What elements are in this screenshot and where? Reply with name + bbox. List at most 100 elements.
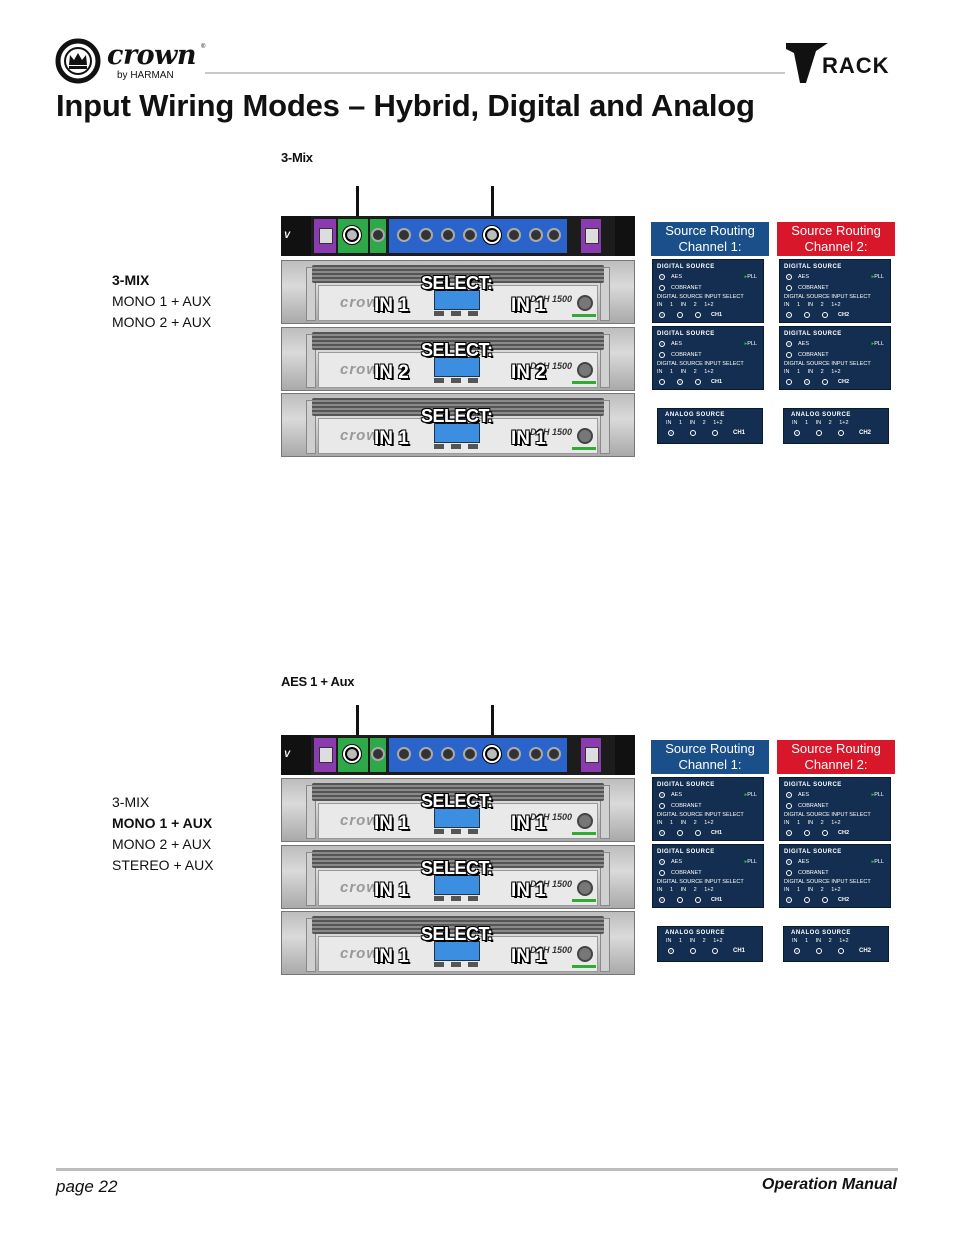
mode-item: 3-MIX [112, 794, 150, 810]
amp-display [434, 875, 480, 895]
input-options-label: IN 1 IN 2 1+2 [657, 302, 714, 308]
cobranet-label: COBRANET [798, 870, 829, 876]
harman-byline: by HARMAN [117, 70, 174, 81]
mode-item: MONO 2 + AUX [112, 314, 212, 330]
input-options-label: IN 1 IN 2 1+2 [792, 938, 849, 944]
input-radio [786, 897, 792, 903]
input-label-right: IN 1 [511, 880, 546, 901]
input-radio [786, 312, 792, 318]
channel-label: CH1 [733, 430, 746, 436]
input-radio [712, 948, 718, 954]
channel-label: CH2 [838, 379, 850, 385]
input-radio [816, 430, 822, 436]
channel-label: CH1 [711, 897, 723, 903]
aes-label: AES [671, 274, 683, 280]
amp-display [434, 941, 480, 961]
input-options-label: IN 1 IN 2 1+2 [784, 820, 841, 826]
mode-item: MONO 1 + AUX [112, 815, 213, 831]
aes-label: AES [671, 859, 683, 865]
cobranet-label: COBRANET [798, 803, 829, 809]
input-radio [822, 312, 828, 318]
section-label-3mix: 3-Mix [281, 150, 313, 165]
arrow-marker [486, 186, 498, 228]
channel-label: CH1 [711, 379, 723, 385]
amplifier: crown DCH 1500 SELECT: IN 1 IN 1 [281, 778, 635, 842]
mode-item: STEREO + AUX [112, 857, 214, 873]
v-mark-icon [786, 43, 828, 83]
rack-ear: V [281, 735, 311, 775]
select-label: SELECT: [421, 924, 493, 944]
channel-label: CH2 [838, 830, 850, 836]
io-card-blue [389, 219, 567, 253]
aes-radio [659, 274, 665, 280]
input-options-label: IN 1 IN 2 1+2 [792, 420, 849, 426]
aes-radio [659, 792, 665, 798]
digital-source-panel: DIGITAL SOURCEAESCOBRANETPLLDIGITAL SOUR… [779, 259, 891, 323]
vrack-chassis: V [281, 216, 635, 256]
input-options-label: IN 1 IN 2 1+2 [657, 820, 714, 826]
io-card-purple [314, 219, 336, 253]
input-radio [695, 830, 701, 836]
input-radio [822, 897, 828, 903]
aes-label: AES [671, 792, 683, 798]
channel-label: CH2 [838, 312, 850, 318]
header-rule [205, 72, 785, 74]
cobranet-label: COBRANET [798, 285, 829, 291]
io-card-green [370, 738, 386, 772]
aes-label: AES [798, 341, 810, 347]
io-card-blue [389, 738, 567, 772]
pll-indicator: PLL [871, 274, 884, 280]
input-radio [659, 312, 665, 318]
io-card-green [338, 219, 368, 253]
mode-item: MONO 1 + AUX [112, 293, 212, 309]
amp-display [434, 423, 480, 443]
digital-source-panel: DIGITAL SOURCEAESCOBRANETPLLDIGITAL SOUR… [652, 259, 764, 323]
pll-indicator: PLL [871, 792, 884, 798]
input-radio [712, 430, 718, 436]
crown-logo: crown ® by HARMAN [55, 38, 205, 84]
page-title: Input Wiring Modes – Hybrid, Digital and… [56, 88, 755, 123]
input-radio [786, 830, 792, 836]
select-label: SELECT: [421, 406, 493, 426]
channel-label: CH2 [859, 948, 872, 954]
aes-label: AES [798, 792, 810, 798]
pll-indicator: PLL [744, 792, 757, 798]
input-radio [838, 948, 844, 954]
input-radio [677, 830, 683, 836]
panel-title: DIGITAL SOURCE [784, 849, 842, 855]
input-radio [822, 379, 828, 385]
select-label: SELECT: [421, 273, 493, 293]
mode-item: 3-MIX [112, 272, 150, 288]
registered-mark: ® [201, 44, 206, 50]
input-radio [668, 948, 674, 954]
input-radio [659, 830, 665, 836]
input-label-right: IN 1 [511, 428, 546, 449]
cobranet-label: COBRANET [671, 870, 702, 876]
amplifier: crown DCH 1500 SELECT: IN 2 IN 2 [281, 327, 635, 391]
aes-radio [786, 859, 792, 865]
input-radio [695, 897, 701, 903]
amp-display [434, 290, 480, 310]
cobranet-radio [786, 870, 792, 876]
input-radio [786, 379, 792, 385]
input-options-label: IN 1 IN 2 1+2 [784, 887, 841, 893]
input-select-label: DIGITAL SOURCE INPUT SELECT [784, 294, 871, 300]
vrack-logo: RACK [786, 43, 898, 85]
rack-ear: V [281, 216, 311, 256]
panel-title: ANALOG SOURCE [665, 412, 725, 418]
crown-wordmark: crown [107, 40, 197, 71]
amp-display [434, 357, 480, 377]
cobranet-radio [659, 803, 665, 809]
select-label: SELECT: [421, 340, 493, 360]
aes-radio [786, 274, 792, 280]
select-label: SELECT: [421, 791, 493, 811]
input-radio [668, 430, 674, 436]
panel-title: DIGITAL SOURCE [784, 264, 842, 270]
pll-indicator: PLL [871, 341, 884, 347]
input-label-right: IN 1 [511, 946, 546, 967]
aes-radio [659, 859, 665, 865]
digital-source-panel: DIGITAL SOURCEAESCOBRANETPLLDIGITAL SOUR… [779, 777, 891, 841]
aes-radio [786, 341, 792, 347]
